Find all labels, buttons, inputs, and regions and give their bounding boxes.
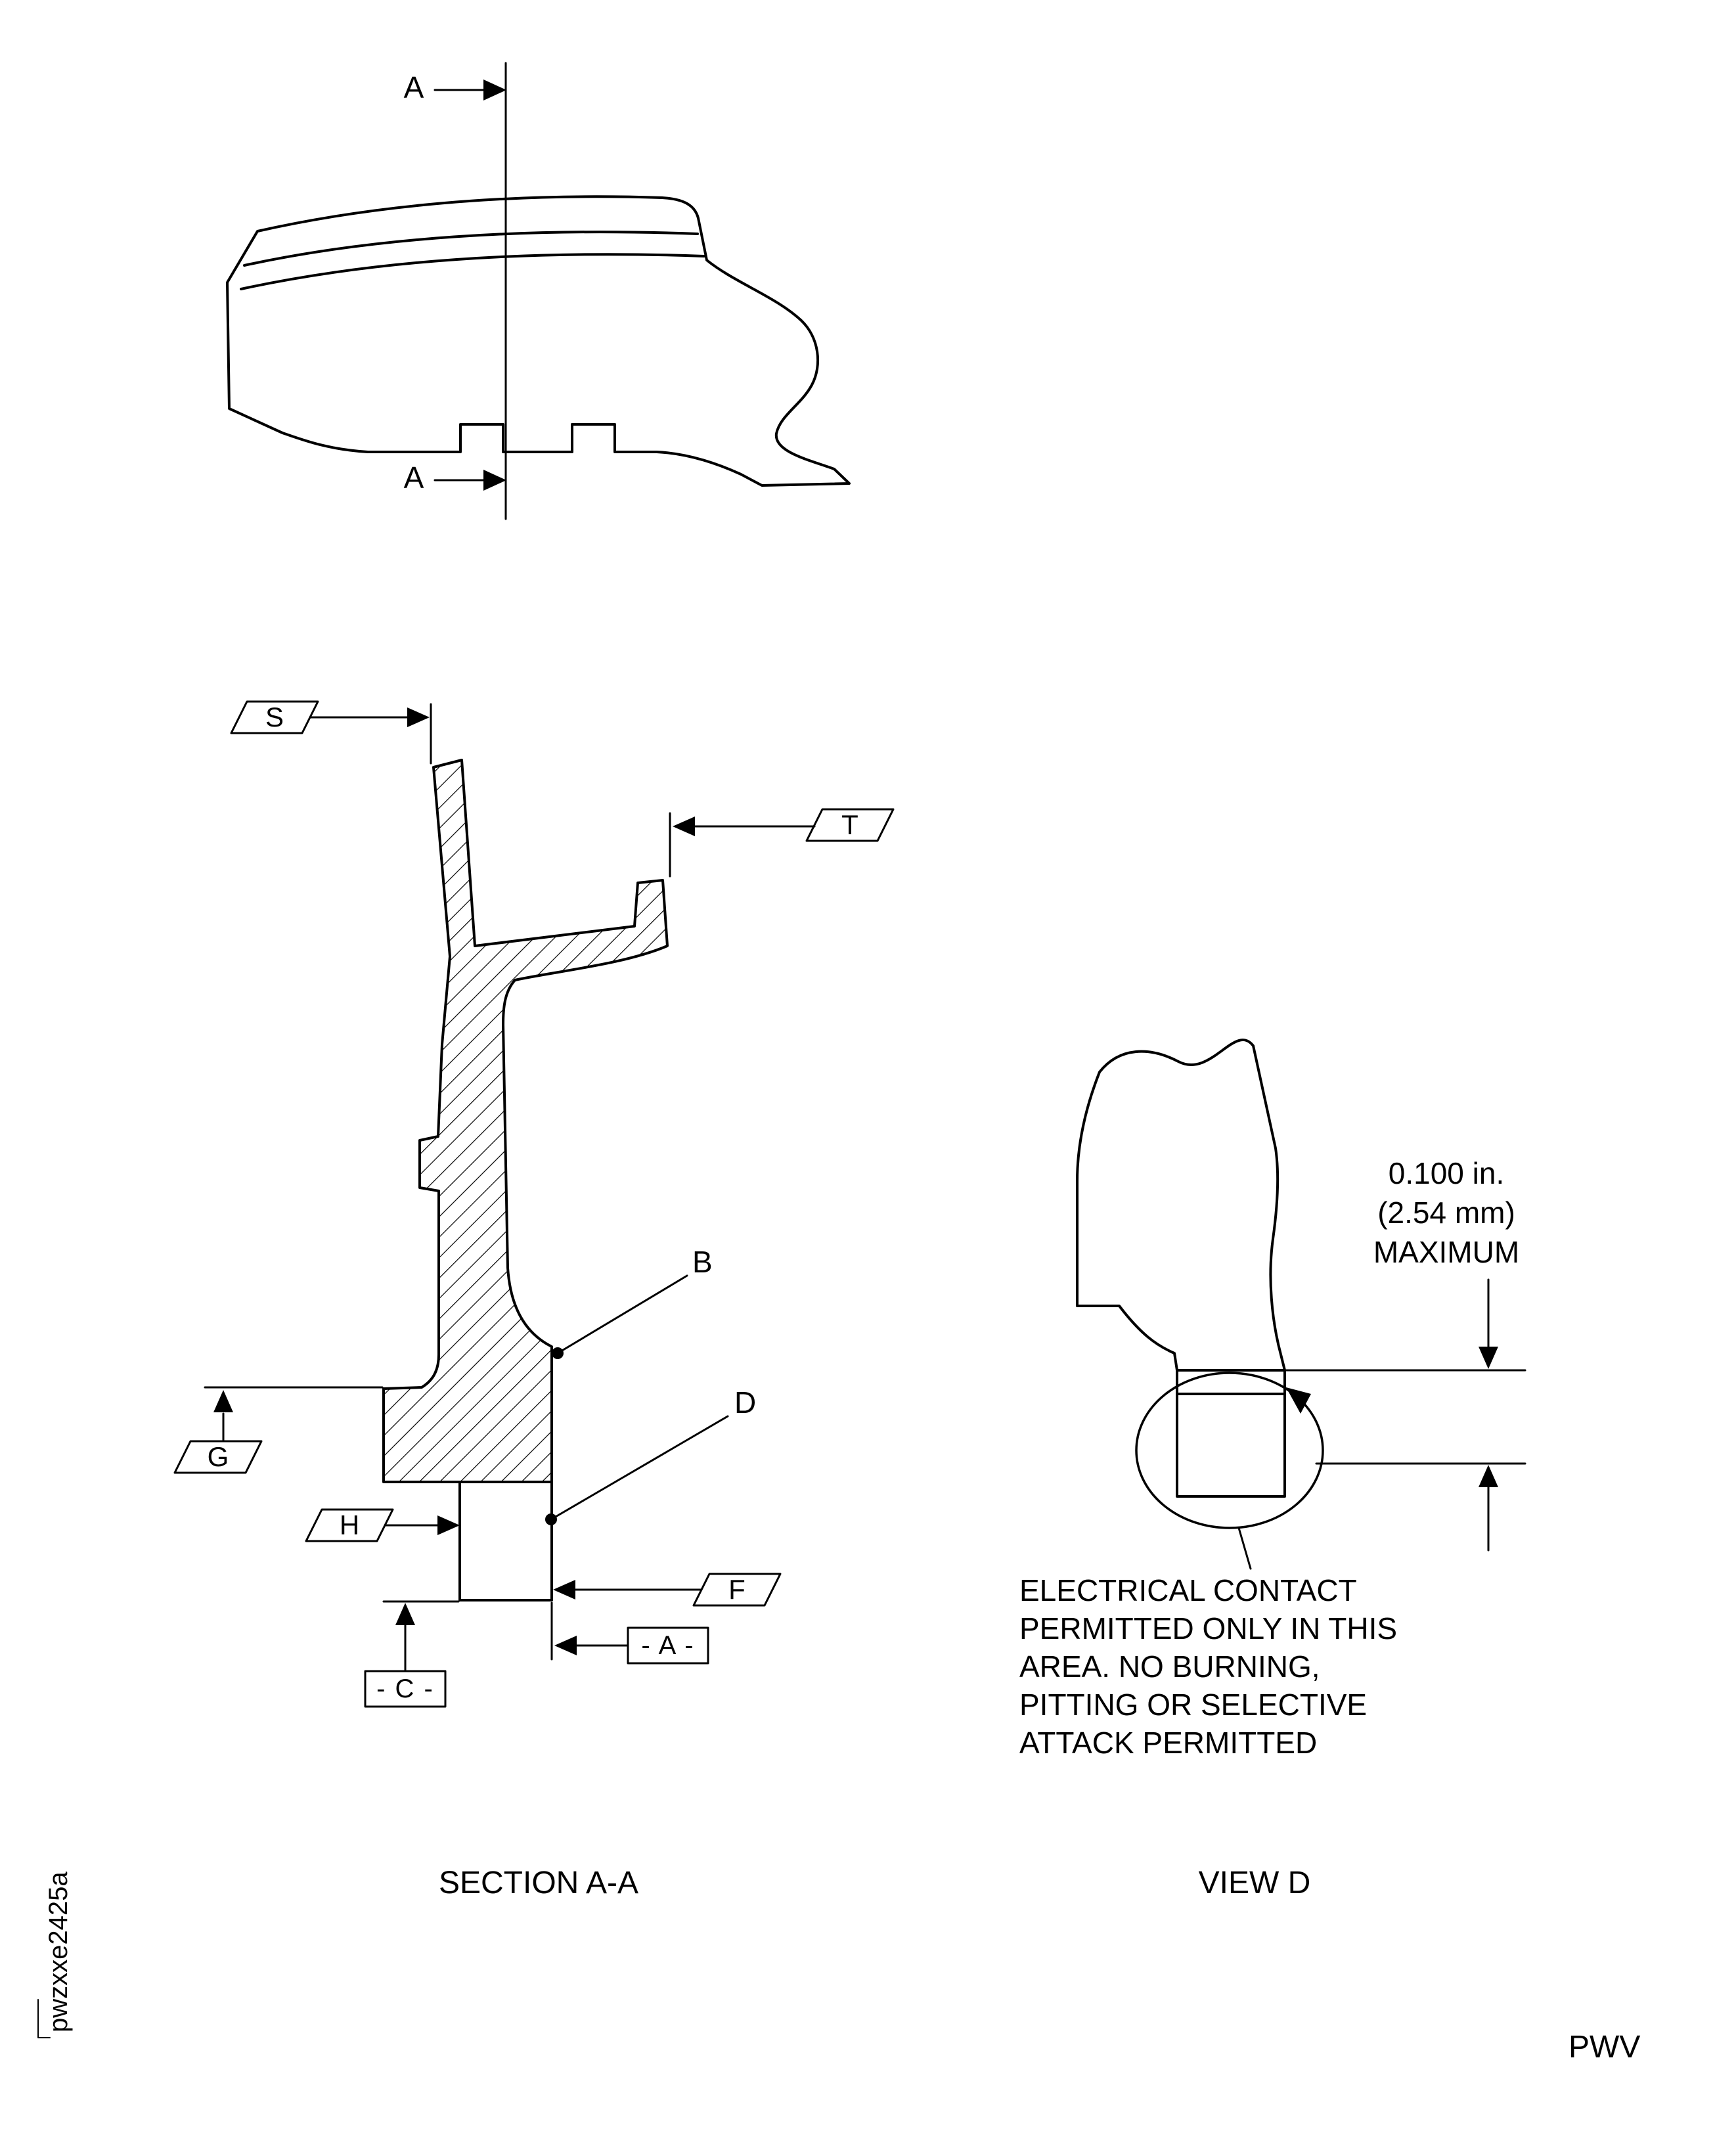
datum-box-a-label: - A -	[641, 1630, 695, 1660]
datum-c-arrowhead	[395, 1603, 415, 1625]
crop-bracket	[37, 1999, 51, 2038]
drawing-code: pwzxxe2425a	[44, 1871, 73, 2032]
section-marker-a-top: A	[403, 70, 424, 104]
cut-arrow-bottom-head	[483, 470, 506, 491]
footer-crop-mark	[37, 1999, 51, 2038]
hub-outline	[458, 1481, 553, 1601]
section-cut-line-group	[434, 62, 507, 520]
callout-b-label: B	[692, 1245, 713, 1279]
contact-area-arrowhead	[1286, 1387, 1311, 1414]
electrical-contact-note: ELECTRICAL CONTACT PERMITTED ONLY IN THI…	[1019, 1573, 1398, 1760]
datum-t-arrowhead	[673, 817, 695, 836]
datum-box-c-label: - C -	[376, 1674, 434, 1703]
callout-d-leader	[550, 1415, 729, 1521]
datum-flag-t-label: T	[841, 809, 858, 840]
datum-g-arrowhead	[213, 1390, 233, 1412]
dim-arrow-lower-head	[1479, 1465, 1498, 1487]
datum-h-arrowhead	[437, 1515, 460, 1535]
rim-outline	[226, 195, 851, 487]
view-d-group	[1076, 1039, 1526, 1570]
rim-profile-top-view	[226, 195, 851, 487]
section-title: SECTION A-A	[438, 1866, 639, 1900]
contact-note-leader	[1237, 1527, 1252, 1570]
max-dimension-text: 0.100 in. (2.54 mm) MAXIMUM	[1373, 1156, 1520, 1269]
section-profile-group	[382, 759, 669, 1601]
datum-a-arrowhead	[554, 1636, 577, 1655]
datum-flags-group	[173, 700, 895, 1708]
callout-b-leader	[556, 1274, 688, 1355]
section-marker-a-bottom: A	[403, 460, 424, 495]
view-d-body	[1076, 1039, 1286, 1498]
datum-flag-h-shape	[305, 1508, 394, 1542]
datum-flag-s-shape	[230, 700, 319, 734]
datum-flag-g-shape	[173, 1440, 263, 1474]
callout-d-label: D	[734, 1385, 757, 1420]
datum-flag-s-label: S	[265, 702, 284, 732]
dim-arrow-upper-head	[1479, 1347, 1498, 1369]
datum-flag-h-label: H	[339, 1510, 360, 1540]
datum-s-arrowhead	[407, 707, 430, 727]
datum-flag-g-label: G	[207, 1441, 229, 1472]
datum-flag-f-shape	[692, 1573, 782, 1607]
page-code: PWV	[1569, 2030, 1641, 2065]
datum-flag-f-label: F	[728, 1574, 746, 1605]
datum-f-arrowhead	[553, 1580, 575, 1600]
cut-arrow-top-head	[483, 79, 506, 101]
callout-leaders-group	[545, 1274, 729, 1525]
contact-area-ellipse	[1135, 1372, 1324, 1529]
view-d-title: VIEW D	[1198, 1866, 1311, 1900]
section-profile-hatched	[382, 759, 669, 1483]
rim-band-lines	[240, 231, 705, 290]
datum-flag-t-shape	[805, 808, 895, 842]
